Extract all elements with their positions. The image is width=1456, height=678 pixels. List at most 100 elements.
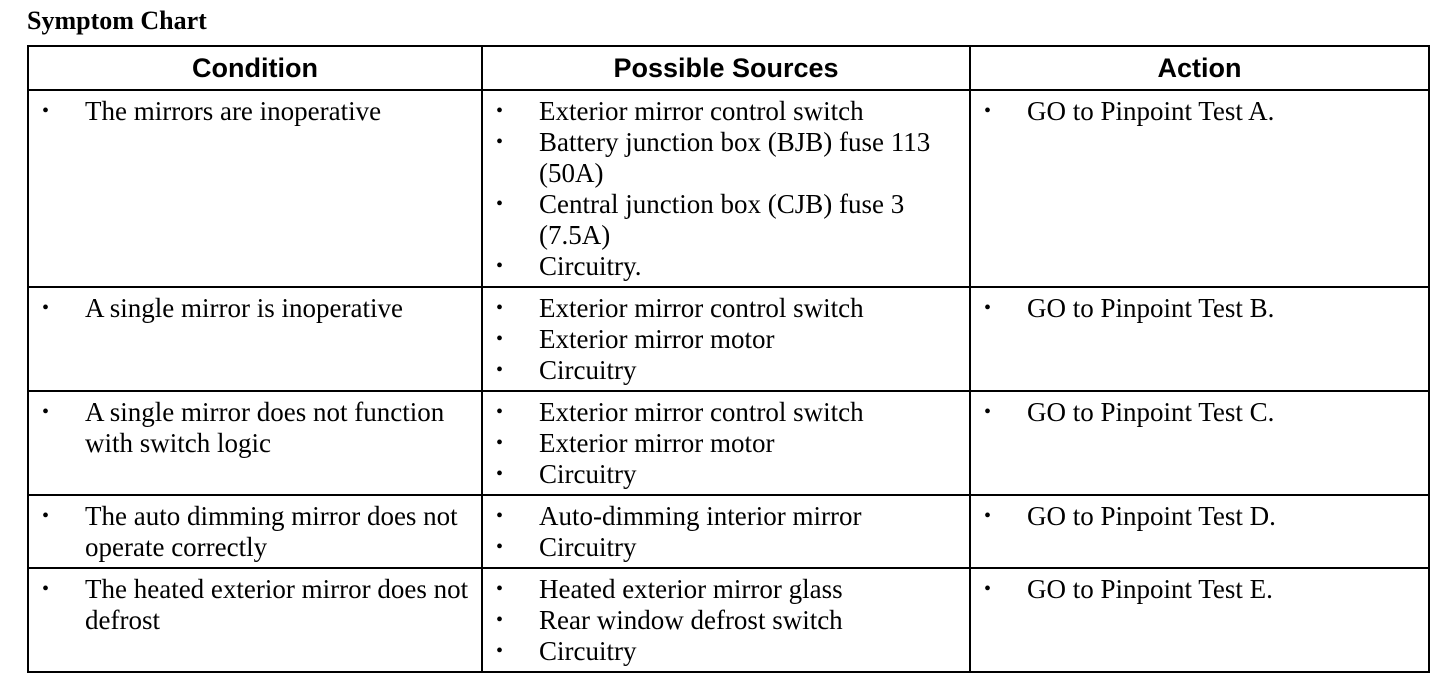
- list-item: •A single mirror does not function with …: [29, 397, 481, 459]
- list-item: • Exterior mirror control switch: [483, 96, 969, 127]
- table-row: • The mirrors are inoperative • Exterior m…: [27, 89, 1430, 288]
- list-item: • Circuitry: [483, 459, 969, 490]
- bullet-icon: •: [496, 131, 504, 153]
- symptom-table: Condition Possible Sources Action • The m…: [27, 45, 1430, 673]
- sources-cell: • Exterior mirror control switch • Battery…: [481, 89, 971, 288]
- list-item: • Heated exterior mirror glass: [483, 574, 969, 605]
- condition-cell: • The auto dimming mirror does not operat…: [27, 494, 483, 569]
- table-header-row: Condition Possible Sources Action: [27, 45, 1430, 91]
- action-cell: • GO to Pinpoint Test B.: [969, 286, 1430, 392]
- bullet-icon: •: [496, 328, 504, 350]
- list-item: • A single mirror is inoperative: [29, 293, 481, 324]
- bullet-icon: •: [496, 432, 504, 454]
- source-text: Rear window defrost switch: [539, 605, 843, 635]
- list-item: • The auto dimming mirror does not operat…: [29, 501, 481, 563]
- action-cell: • GO to Pinpoint Test A.: [969, 89, 1430, 288]
- list-item: • Auto-dimming interior mirror: [483, 501, 969, 532]
- condition-cell: • A single mirror is inoperative: [27, 286, 483, 392]
- action-text: GO to Pinpoint Test D.: [1027, 501, 1276, 531]
- list-item: • GO to Pinpoint Test A.: [971, 96, 1428, 127]
- action-cell: • GO to Pinpoint Test C.: [969, 390, 1430, 496]
- bullet-icon: •: [984, 505, 992, 527]
- table-row: • The heated exterior mirror does not def…: [27, 567, 1430, 673]
- condition-text: The auto dimming mirror does not operate…: [85, 501, 458, 562]
- action-text: GO to Pinpoint Test E.: [1027, 574, 1273, 604]
- list-item: • GO to Pinpoint Test E.: [971, 574, 1428, 605]
- sources-cell: • Auto-dimming interior mirror • Circuitry: [481, 494, 971, 569]
- condition-text: A single mirror does not function with s…: [85, 397, 445, 458]
- list-item: • Exterior mirror control switch: [483, 293, 969, 324]
- source-text: Central junction box (CJB) fuse 3 (7.5A): [539, 189, 905, 250]
- action-cell: • GO to Pinpoint Test E.: [969, 567, 1430, 673]
- source-text: Circuitry: [539, 355, 637, 385]
- source-text: Circuitry: [539, 532, 637, 562]
- list-item: • Exterior mirror motor: [483, 428, 969, 459]
- sources-cell: • Exterior mirror control switch • Exterio…: [481, 390, 971, 496]
- action-text: GO to Pinpoint Test B.: [1027, 293, 1275, 323]
- bullet-icon: •: [496, 359, 504, 381]
- condition-cell: • The mirrors are inoperative: [27, 89, 483, 288]
- list-item: • Circuitry.: [483, 251, 969, 282]
- table-row: • A single mirror does not function with …: [27, 390, 1430, 496]
- source-text: Heated exterior mirror glass: [539, 574, 843, 604]
- sources-cell: • Heated exterior mirror glass • Rear wind…: [481, 567, 971, 673]
- source-text: Exterior mirror motor: [539, 324, 775, 354]
- source-text: Exterior mirror control switch: [539, 293, 864, 323]
- list-item: • Circuitry: [483, 355, 969, 386]
- action-text: GO to Pinpoint Test A.: [1027, 96, 1275, 126]
- source-text: Exterior mirror motor: [539, 428, 775, 458]
- bullet-icon: •: [496, 536, 504, 558]
- action-text: GO to Pinpoint Test C.: [1027, 397, 1275, 427]
- bullet-icon: •: [496, 255, 504, 277]
- list-item: •Circuitry: [483, 636, 969, 667]
- source-text: Circuitry.: [539, 251, 642, 281]
- bullet-icon: •: [496, 401, 504, 423]
- list-item: • The mirrors are inoperative: [29, 96, 481, 127]
- bullet-icon: •: [984, 578, 992, 600]
- source-text: Exterior mirror control switch: [539, 397, 864, 427]
- list-item: • GO to Pinpoint Test C.: [971, 397, 1428, 428]
- source-text: Exterior mirror control switch: [539, 96, 864, 126]
- condition-text: The mirrors are inoperative: [85, 96, 382, 126]
- list-item: • GO to Pinpoint Test D.: [971, 501, 1428, 532]
- condition-text: The heated exterior mirror does not defr…: [85, 574, 469, 635]
- bullet-icon: •: [496, 609, 504, 631]
- list-item: • Rear window defrost switch: [483, 605, 969, 636]
- bullet-icon: •: [496, 297, 504, 319]
- table-row: • A single mirror is inoperative • Exterio…: [27, 286, 1430, 392]
- list-item: • Circuitry: [483, 532, 969, 563]
- list-item: • GO to Pinpoint Test B.: [971, 293, 1428, 324]
- bullet-icon: •: [496, 193, 504, 215]
- action-cell: • GO to Pinpoint Test D.: [969, 494, 1430, 569]
- bullet-icon: •: [42, 297, 50, 319]
- column-header-condition: Condition: [27, 45, 483, 91]
- bullet-icon: •: [42, 100, 50, 122]
- bullet-icon: •: [984, 401, 992, 423]
- bullet-icon: •: [984, 100, 992, 122]
- bullet-icon: •: [984, 297, 992, 319]
- column-header-possible-sources: Possible Sources: [481, 45, 971, 91]
- list-item: • Central junction box (CJB) fuse 3 (7.5A…: [483, 189, 969, 251]
- list-item: • Exterior mirror control switch: [483, 397, 969, 428]
- condition-cell: •A single mirror does not function with …: [27, 390, 483, 496]
- bullet-icon: •: [496, 463, 504, 485]
- source-text: Battery junction box (BJB) fuse 113 (50A…: [539, 127, 931, 188]
- list-item: • Exterior mirror motor: [483, 324, 969, 355]
- source-text: Circuitry: [539, 459, 637, 489]
- bullet-icon: •: [42, 505, 50, 527]
- table-row: • The auto dimming mirror does not operat…: [27, 494, 1430, 569]
- page-title: Symptom Chart: [27, 6, 207, 35]
- condition-cell: • The heated exterior mirror does not def…: [27, 567, 483, 673]
- bullet-icon: •: [496, 578, 504, 600]
- condition-text: A single mirror is inoperative: [85, 293, 403, 323]
- column-header-action: Action: [969, 45, 1430, 91]
- bullet-icon: •: [42, 578, 50, 600]
- bullet-icon: •: [496, 640, 504, 662]
- sources-cell: • Exterior mirror control switch • Exterio…: [481, 286, 971, 392]
- source-text: Auto-dimming interior mirror: [539, 501, 862, 531]
- bullet-icon: •: [496, 100, 504, 122]
- list-item: • The heated exterior mirror does not def…: [29, 574, 481, 636]
- bullet-icon: •: [496, 505, 504, 527]
- list-item: • Battery junction box (BJB) fuse 113 (50…: [483, 127, 969, 189]
